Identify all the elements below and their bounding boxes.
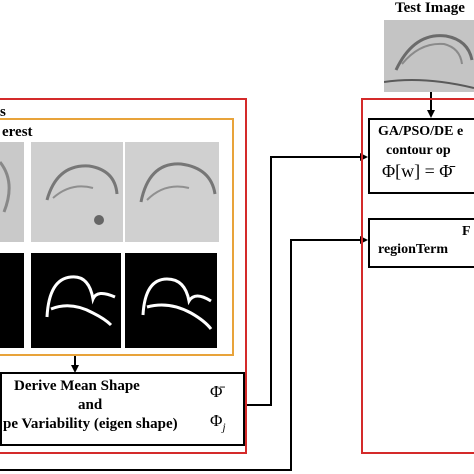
test-image-thumbnail [384, 20, 474, 92]
eigen-shape-symbol: Φj [210, 411, 226, 433]
mask-image-2 [31, 253, 121, 348]
optimizer-formula: Φ[w] = Φ̄ [382, 161, 452, 182]
derive-shape-line2: and [78, 397, 103, 413]
eigen-shape-subscript: j [222, 421, 226, 434]
optimizer-box [368, 118, 474, 194]
samples-frame-title: erest [2, 124, 33, 140]
samples-frame [0, 118, 234, 356]
sample-image-3 [125, 142, 219, 242]
segmentation-frame [361, 98, 474, 454]
derive-shape-line3: pe Variability (eigen shape) [3, 416, 178, 432]
arrow-bottom-to-region [0, 236, 368, 471]
region-term-box [368, 218, 474, 268]
derive-shape-line1: Derive Mean Shape [14, 378, 140, 394]
derive-shape-box [0, 372, 245, 446]
eigen-shape-phi: Φ [210, 411, 223, 430]
mean-shape-symbol: Φ̄ [210, 382, 223, 401]
hippocampus-mask-shape-icon [45, 275, 116, 327]
mask-image-3 [125, 253, 217, 348]
region-term-line1: F [462, 224, 471, 239]
formula-mean-shape: Φ̄ [439, 161, 453, 181]
training-frame [0, 98, 247, 454]
optimizer-line2: contour op [386, 143, 451, 158]
mask-image-1 [0, 253, 24, 348]
sample-image-2 [31, 142, 123, 242]
sample-image-1 [0, 142, 24, 242]
formula-left: Φ[w] = [382, 161, 440, 181]
region-term-line2: regionTerm [378, 242, 448, 257]
hippocampus-mask-shape-icon [141, 277, 213, 330]
arrow-derive-to-optimizer [245, 153, 368, 406]
test-image-label: Test Image [395, 0, 465, 16]
optimizer-line1: GA/PSO/DE e [378, 124, 464, 139]
hippocampus-slice-icon [384, 20, 474, 92]
training-frame-title: s [0, 104, 6, 120]
